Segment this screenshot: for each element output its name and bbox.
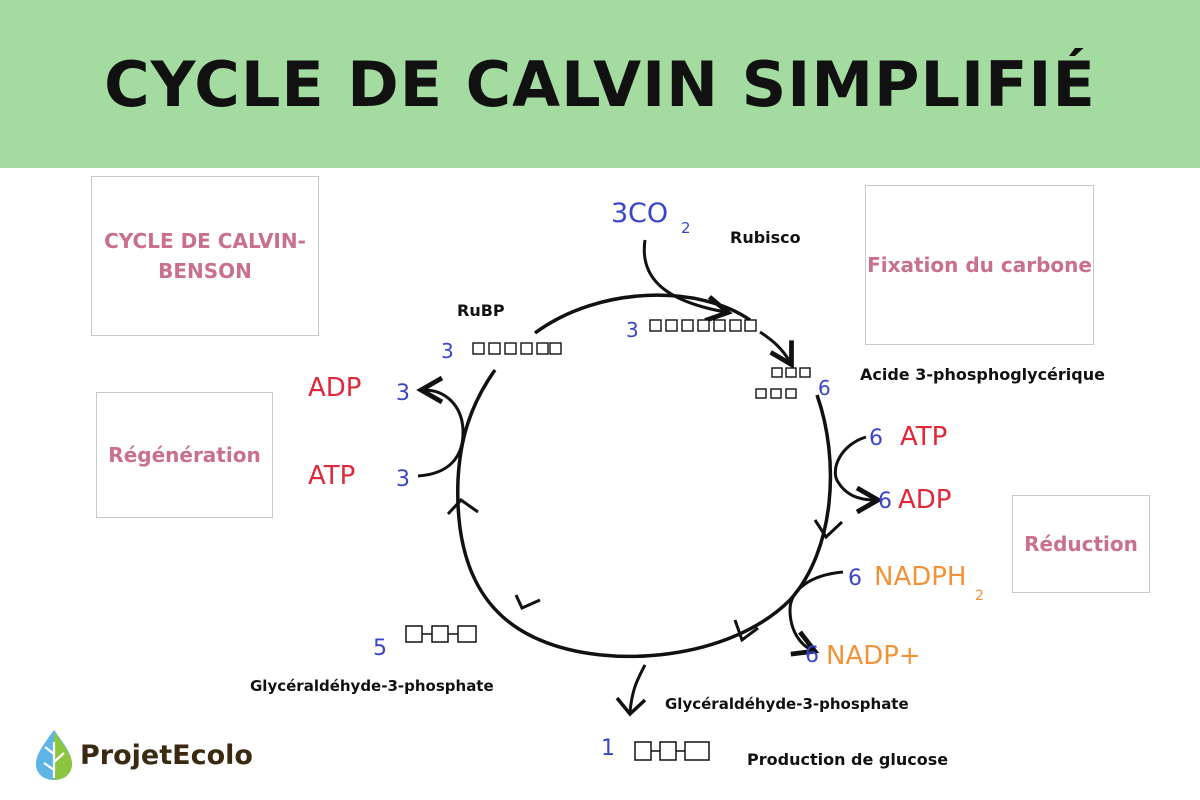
nadph-count: 6	[848, 566, 862, 591]
box-cycle-label: CYCLE DE CALVIN-BENSON	[104, 229, 306, 283]
g3p-out-chain	[634, 741, 710, 761]
nadp-name: NADP+	[826, 641, 921, 671]
carbon6-count: 3	[626, 318, 639, 342]
box-reduction: Réduction	[1012, 495, 1150, 593]
split-arrow	[759, 330, 794, 369]
co2-count: 3	[611, 198, 628, 229]
box-fixation-carbone: Fixation du carbone	[865, 185, 1094, 345]
rubp-chain	[472, 342, 562, 355]
co2-name: CO	[628, 198, 668, 229]
nadph-name: NADPH	[874, 562, 967, 592]
label-rubp: RuBP	[457, 301, 505, 320]
atp-in-name: ATP	[900, 422, 947, 452]
label-acide-3-phosphoglycerique: Acide 3-phosphoglycérique	[860, 365, 1105, 384]
regen-branch	[416, 375, 465, 478]
g3p-regen-count: 5	[373, 636, 387, 661]
box-regeneration-label: Régénération	[108, 443, 261, 467]
co2-molecule: 3 CO 2	[611, 198, 691, 237]
box-cycle-calvin-benson: CYCLE DE CALVIN-BENSON	[91, 176, 319, 336]
adp-out-name: ADP	[898, 485, 952, 515]
label-g3p-left: Glycéraldéhyde-3-phosphate	[250, 677, 494, 695]
atp-in-count: 6	[869, 426, 883, 451]
co2-subscript: 2	[681, 219, 691, 237]
glucose-arrow-head	[615, 696, 647, 717]
pga-chains	[755, 367, 811, 399]
box-regeneration: Régénération	[96, 392, 273, 518]
pga-count: 6	[818, 376, 831, 400]
regen-atp-name: ATP	[308, 461, 355, 491]
leaf-drop-icon	[36, 730, 72, 780]
projetecolo-logo: ProjetEcolo	[34, 728, 253, 782]
rubp-count: 3	[441, 339, 454, 363]
box-reduction-label: Réduction	[1024, 532, 1138, 556]
box-fixation-label: Fixation du carbone	[867, 253, 1092, 277]
cycle-direction-arrows	[446, 498, 844, 643]
co2-arrow	[642, 239, 733, 323]
regen-adp-count: 3	[396, 381, 410, 406]
regen-atp-count: 3	[396, 467, 410, 492]
g3p-out-count: 1	[601, 736, 615, 761]
label-g3p-right: Glycéraldéhyde-3-phosphate	[665, 695, 909, 713]
g3p-regen-chain	[405, 625, 477, 643]
atp-adp-branch	[833, 435, 883, 515]
label-rubisco: Rubisco	[730, 228, 801, 247]
title-banner: CYCLE DE CALVIN SIMPLIFIÉ	[0, 0, 1200, 168]
label-production-glucose: Production de glucose	[747, 750, 949, 769]
regen-adp-name: ADP	[308, 373, 362, 403]
glucose-arrow	[628, 664, 647, 713]
adp-out-count: 6	[878, 489, 892, 514]
nadp-count: 6	[805, 643, 819, 668]
nadph-nadp-branch	[788, 570, 844, 657]
nadph-subscript: 2	[975, 588, 984, 604]
page-title: CYCLE DE CALVIN SIMPLIFIÉ	[104, 47, 1096, 121]
logo-text: ProjetEcolo	[80, 739, 253, 771]
carbon6-chain	[649, 319, 757, 332]
